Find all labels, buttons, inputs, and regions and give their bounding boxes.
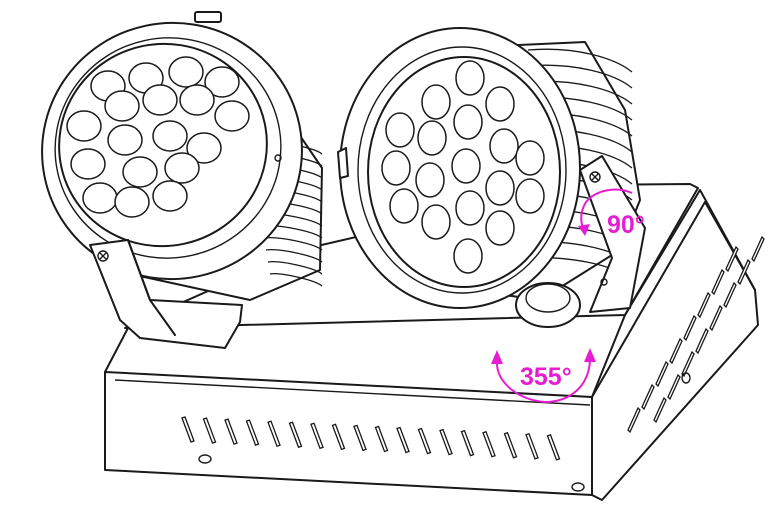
front-vent-slots [181,416,561,461]
led [204,66,240,98]
led [389,188,419,224]
led [385,112,415,148]
led [453,238,483,274]
led [415,162,445,198]
vent-slot [667,373,681,401]
vent-slot [709,304,723,332]
vent-slot [725,245,739,273]
vent-slot [503,431,518,459]
screw-hole-right [571,482,585,492]
led [82,182,118,214]
screw-hole-left [198,454,212,464]
vent-slot [224,418,238,445]
lamp-head-right [337,27,646,328]
vent-slot [482,430,496,458]
led [168,56,204,88]
vent-slot [737,258,751,286]
led [164,152,200,184]
led [122,156,158,188]
end-vent-slots [627,235,765,434]
tilt-angle-label: 90° [607,211,645,239]
led [179,84,215,116]
led [381,150,411,186]
tilt-arrowhead-icon [578,224,590,236]
vent-slot [695,327,709,355]
vent-slot [723,281,737,309]
led [104,90,140,122]
led [489,128,519,164]
pan-annotation: 355° [491,348,596,404]
vent-slot [653,396,667,424]
vent-slot [417,427,432,455]
vent-slot [751,235,765,263]
vent-slot [669,337,683,365]
led [152,180,188,212]
led [451,148,481,184]
vent-slot [396,426,410,454]
vent-slot [353,424,367,452]
vent-slot [641,383,655,411]
tilt-annotation: 90° [578,188,645,239]
vent-slot [245,419,260,446]
swivel-base [515,282,581,328]
led [515,178,545,214]
led [515,140,545,176]
vent-slot [525,432,539,460]
led-array-right [381,60,545,274]
led [417,120,447,156]
vent-slot [546,434,561,461]
led [186,132,222,164]
vent-slot [439,428,453,456]
vent-slot [460,429,475,457]
led [152,120,188,152]
vent-slot [711,268,725,296]
pan-angle-label: 355° [520,363,572,391]
led [455,190,485,226]
tilt-arrow-icon [580,188,633,231]
vent-slot [627,406,641,434]
vent-slot [310,422,324,450]
led [66,110,102,142]
vent-slot [288,421,303,449]
led [114,186,150,218]
led [421,204,451,240]
pan-arrowhead-right-icon [584,348,596,362]
led [107,124,143,156]
led [455,60,485,96]
pan-arrow-icon [495,359,591,404]
led [485,170,515,206]
led [214,100,250,132]
vent-slot [655,360,669,388]
led [142,84,178,116]
led [421,84,451,120]
vent-slot [181,416,195,443]
vent-slot [374,425,389,453]
led [485,210,515,246]
led [70,148,106,180]
vent-slot [683,314,697,342]
vent-slot [697,291,711,319]
screw-hole-end [681,372,691,384]
vent-slot [202,417,217,444]
vent-slot [331,423,346,451]
led-array-left [66,56,250,218]
pan-arrowhead-left-icon [491,350,503,364]
lamp-head-left [41,11,323,349]
vent-slot [681,350,695,378]
led [453,104,483,140]
led [485,86,515,122]
vent-slot [267,420,281,448]
box-front-face [104,371,593,496]
